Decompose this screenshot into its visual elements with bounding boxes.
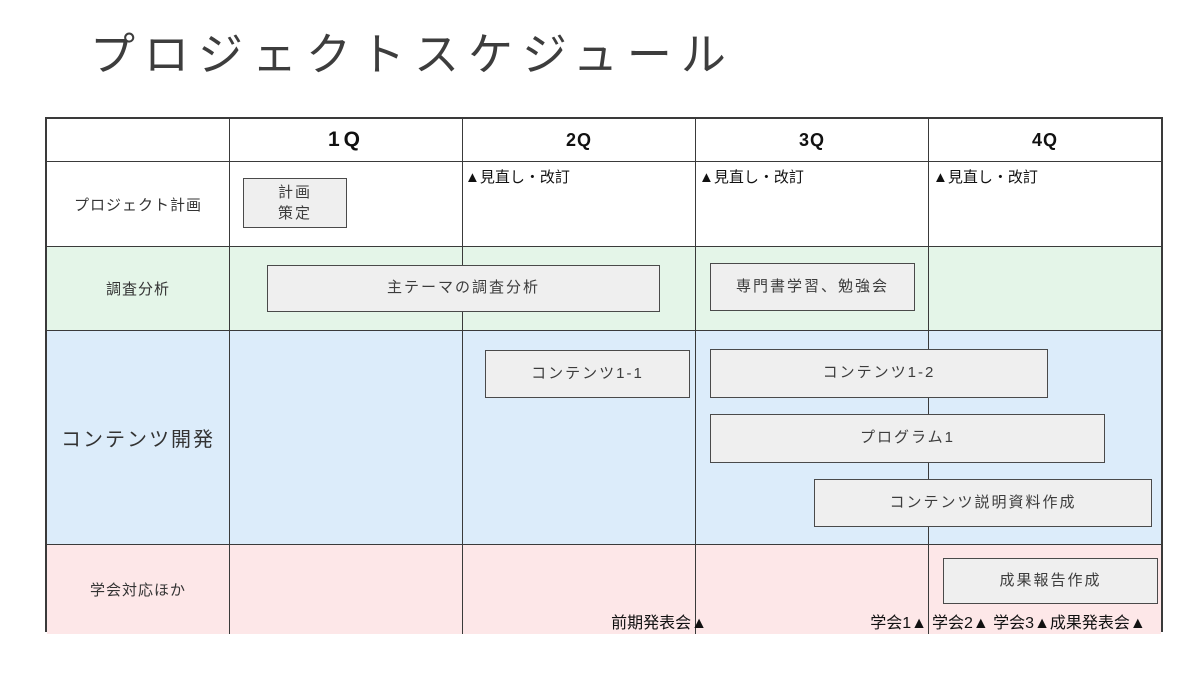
grid-cell [230,162,463,247]
grid-cell [463,247,696,331]
grid-cell [696,545,929,634]
row-research-analysis: 調査分析 [47,247,1161,331]
grid-cell [463,331,696,545]
row-content-development: コンテンツ開発 [47,331,1161,545]
grid-cell [929,162,1161,247]
row-conference: 学会対応ほか [47,545,1161,634]
row-label-cell-content-dev: コンテンツ開発 [47,331,230,545]
row-label-cell-project-plan: プロジェクト計画 [47,162,230,247]
row-label-research: 調査分析 [105,281,170,298]
grid-cell [696,331,929,545]
header-cell-1q: 1Q [230,119,463,162]
grid-cell [696,247,929,331]
row-label-content-dev: コンテンツ開発 [61,429,215,451]
row-label-cell-conference: 学会対応ほか [47,545,230,634]
grid-cell [230,545,463,634]
header-cell-3q: 3Q [696,119,929,162]
grid-cell [929,331,1161,545]
row-label-conference: 学会対応ほか [89,582,186,599]
grid-cell [929,545,1161,634]
grid-cell [929,247,1161,331]
grid-cell [696,162,929,247]
row-project-plan: プロジェクト計画 [47,162,1161,247]
grid-cell [463,162,696,247]
header-cell-2q: 2Q [463,119,696,162]
column-header-2q: 2Q [565,129,592,150]
column-header-4q: 4Q [1031,129,1058,150]
row-label-cell-research: 調査分析 [47,247,230,331]
page-title: プロジェクトスケジュール [90,29,735,80]
header-corner-cell [47,119,230,162]
header-cell-4q: 4Q [929,119,1161,162]
schedule-table: 1Q 2Q 3Q 4Q プロジェクト計画 調査分析 コンテンツ開発 [45,117,1163,634]
column-header-3q: 3Q [798,129,825,150]
grid-cell [230,331,463,545]
row-label-project-plan: プロジェクト計画 [73,196,202,214]
grid-cell [463,545,696,634]
header-row: 1Q 2Q 3Q 4Q [47,119,1161,162]
grid-cell [230,247,463,331]
column-header-1q: 1Q [327,128,364,151]
